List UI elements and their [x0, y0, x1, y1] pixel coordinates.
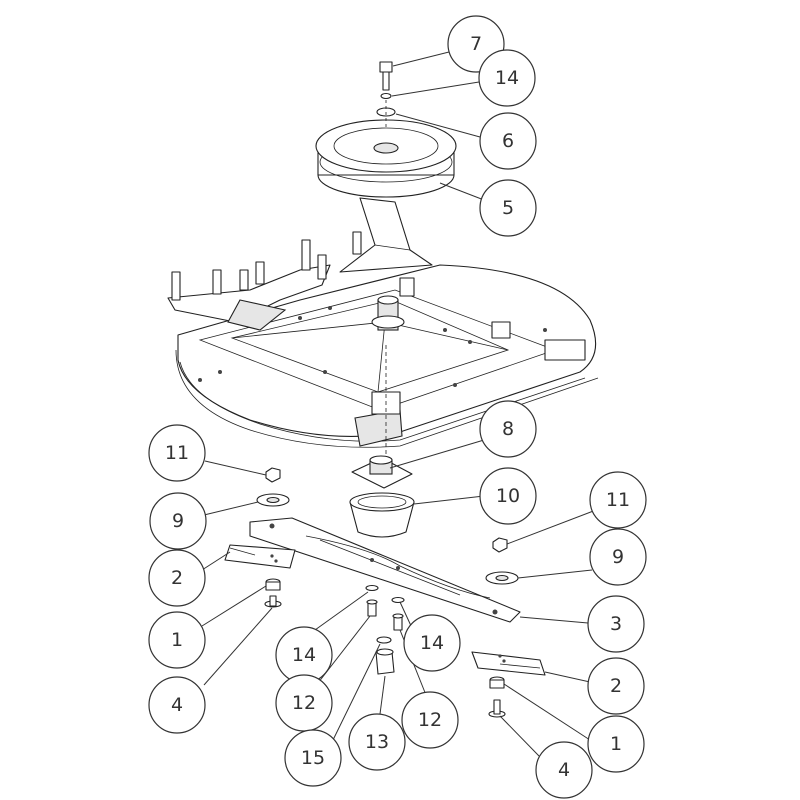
- callout-label: 9: [612, 546, 624, 568]
- callout-9b: 9: [589, 528, 647, 586]
- callout-4a: 4: [148, 676, 206, 734]
- callout-label: 4: [558, 759, 570, 781]
- callout-label: 5: [502, 197, 514, 219]
- callout-label: 12: [292, 692, 316, 714]
- callout-11b: 11: [589, 471, 647, 529]
- center-hardware: [365, 584, 405, 675]
- callout-15: 15: [284, 729, 342, 787]
- mower-deck: [167, 231, 599, 448]
- callout-label: 4: [171, 694, 183, 716]
- callout-label: 14: [495, 67, 519, 89]
- blade: [249, 517, 521, 623]
- callout-label: 9: [172, 510, 184, 532]
- right-spacer-bolt: [488, 676, 506, 718]
- callout-11a: 11: [148, 424, 206, 482]
- callout-4b: 4: [535, 741, 593, 799]
- left-nut-washer: [256, 467, 290, 507]
- callout-6: 6: [479, 112, 537, 170]
- callout-label: 13: [365, 731, 389, 753]
- right-nut-washer: [485, 537, 519, 585]
- leader-lines: [201, 51, 597, 757]
- callout-label: 11: [165, 442, 189, 464]
- callout-label: 10: [496, 485, 520, 507]
- callout-label: 8: [502, 418, 514, 440]
- callout-label: 12: [418, 709, 442, 731]
- callout-2a: 2: [148, 549, 206, 607]
- callout-label: 2: [171, 567, 183, 589]
- callout-5: 5: [479, 179, 537, 237]
- callout-12a: 12: [275, 674, 333, 732]
- callout-label: 7: [470, 33, 482, 55]
- callout-label: 14: [420, 632, 444, 654]
- callout-label: 11: [606, 489, 630, 511]
- callout-label: 3: [610, 613, 622, 635]
- pulley-bolt-stack: [376, 61, 396, 130]
- callout-label: 15: [301, 747, 325, 769]
- blade-tip-left: [224, 544, 296, 569]
- callout-label: 1: [610, 733, 622, 755]
- callout-9a: 9: [149, 492, 207, 550]
- blade-tip-right: [471, 651, 546, 676]
- callout-label: 1: [171, 629, 183, 651]
- callout-label: 14: [292, 644, 316, 666]
- callout-1a: 1: [148, 611, 206, 669]
- callout-12b: 12: [401, 691, 459, 749]
- callout-label: 2: [610, 675, 622, 697]
- callout-label: 6: [502, 130, 514, 152]
- left-spacer-bolt: [264, 578, 282, 608]
- belt-guide: [339, 197, 433, 273]
- callout-13: 13: [348, 713, 406, 771]
- callout-8: 8: [479, 400, 537, 458]
- callout-10: 10: [479, 467, 537, 525]
- callout-2b: 2: [587, 657, 645, 715]
- pulley: [315, 119, 457, 198]
- callout-14c: 14: [403, 614, 461, 672]
- callout-1b: 1: [587, 715, 645, 773]
- bearing-housing: [351, 345, 413, 489]
- parts-drawing: [167, 61, 599, 718]
- cup: [349, 492, 415, 538]
- callout-14a: 14: [478, 49, 536, 107]
- callout-3: 3: [587, 595, 645, 653]
